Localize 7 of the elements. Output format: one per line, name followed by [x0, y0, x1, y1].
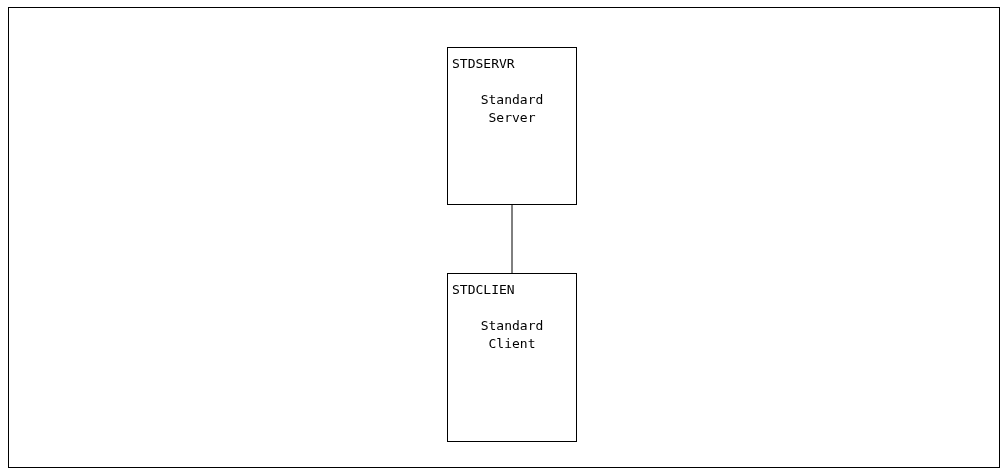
module-name: STDCLIEN — [452, 282, 515, 297]
process-box — [447, 273, 577, 442]
module-description: Standard Client — [479, 317, 545, 353]
module-name: STDSERVR — [452, 56, 515, 71]
connector-line — [511, 204, 513, 274]
module-description: Standard Server — [479, 91, 545, 127]
process-box — [447, 47, 577, 205]
